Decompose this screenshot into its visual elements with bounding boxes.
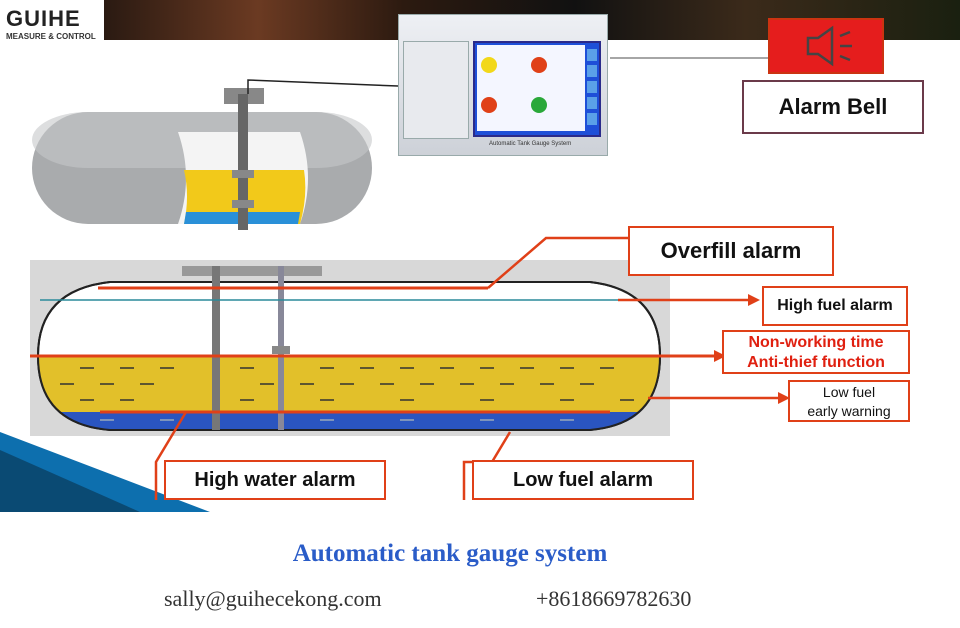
logo-brand: GUIHE [6, 6, 81, 31]
company-logo: GUIHE MEASURE & CONTROL [0, 0, 100, 46]
overfill-alarm-label: Overfill alarm [628, 226, 834, 276]
speaker-icon [806, 25, 852, 67]
page-title: Automatic tank gauge system [292, 540, 608, 567]
contact-phone: +8618669782630 [536, 586, 692, 611]
console-screen [473, 41, 601, 137]
high-fuel-alarm-label: High fuel alarm [762, 286, 908, 326]
non-working-time-label: Non-working time Anti-thief function [722, 330, 910, 374]
high-water-alarm-label: High water alarm [164, 460, 386, 500]
leader-arrowheads [714, 294, 790, 404]
low-fuel-line2: early warning [807, 403, 891, 419]
console-printer [403, 41, 469, 139]
low-fuel-warning-label: Low fuel early warning [788, 380, 910, 422]
non-working-line1: Non-working time [748, 334, 884, 351]
console-gauges [477, 45, 597, 131]
alarm-bell-label: Alarm Bell [742, 80, 924, 134]
large-tank-illustration [30, 260, 720, 436]
non-working-line2: Anti-thief function [747, 354, 885, 371]
low-fuel-line1: Low fuel [822, 384, 876, 400]
small-tank-illustration [32, 79, 399, 230]
alarm-speaker [768, 18, 884, 74]
console-caption: Automatic Tank Gauge System [489, 141, 572, 147]
logo-tagline: MEASURE & CONTROL [6, 32, 96, 41]
low-fuel-alarm-label: Low fuel alarm [472, 460, 694, 500]
tank-gauge-console: Automatic Tank Gauge System [398, 14, 608, 156]
contact-email: sally@guihecekong.com [164, 586, 382, 611]
